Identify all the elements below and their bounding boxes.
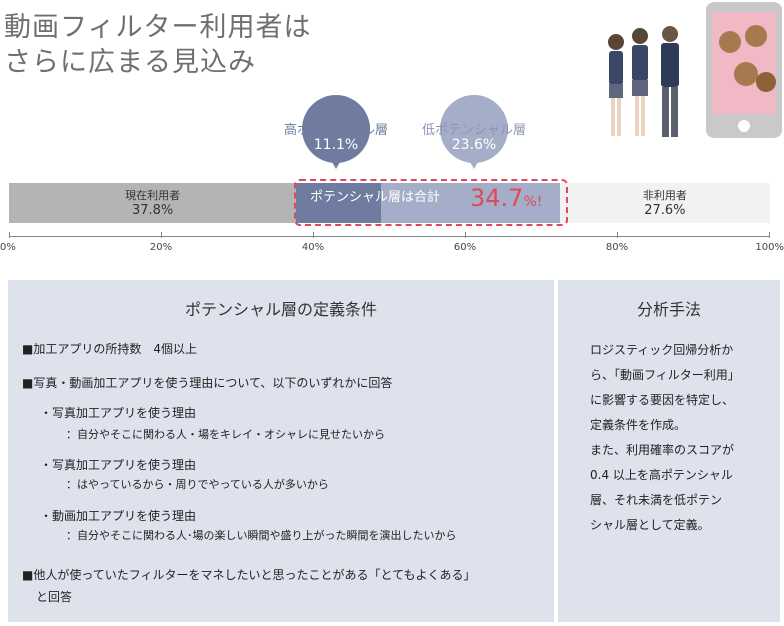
method-line: 0.4 以上を高ポテンシャル — [590, 468, 733, 482]
condition-item-3-line-1: ■他人が使っていたフィルターをマネしたいと思ったことがある「とてもよくある」 — [22, 568, 476, 582]
potential-total-unit: % — [523, 194, 537, 210]
x-tick-label: 80% — [605, 242, 629, 253]
reason-2-detail: ：はやっているから・周りでやっている人が多いから — [66, 478, 329, 491]
low-potential-value: 23.6% — [451, 137, 497, 153]
method-line: ら、「動画フィルター利用」 — [590, 368, 740, 382]
condition-item-3-line-2: と回答 — [36, 590, 73, 604]
high-potential-value: 11.1% — [313, 137, 359, 153]
x-tick — [9, 232, 10, 238]
reason-2-head: ・写真加工アプリを使う理由 — [40, 458, 197, 472]
potential-total-value: 34.7%! — [470, 184, 542, 212]
method-panel — [558, 280, 780, 622]
potential-total-number: 34.7 — [470, 184, 524, 212]
reason-1-detail: ：自分やそこに関わる人・場をキレイ・オシャレに見せたいから — [66, 428, 385, 441]
bar-segment-current-users — [9, 183, 297, 223]
x-tick-label: 20% — [149, 242, 173, 253]
page-title: 動画フィルター利用者は さらに広まる見込み — [4, 10, 311, 80]
potential-total-suffix: ! — [536, 194, 543, 210]
non-users-label: 非利用者 — [642, 189, 687, 202]
x-tick — [769, 232, 770, 238]
bar-segment-high-potential — [296, 183, 381, 223]
reason-3-detail: ：自分やそこに関わる人･場の楽しい瞬間や盛り上がった瞬間を演出したいから — [66, 529, 457, 542]
method-line: に影響する要因を特定し、 — [590, 393, 735, 407]
x-tick — [161, 232, 162, 238]
title-line-2: さらに広まる見込み — [4, 47, 256, 78]
low-potential-label: 低ポテンシャル層 — [421, 123, 526, 138]
reason-3-head: ・動画加工アプリを使う理由 — [40, 509, 197, 523]
students-illustration — [608, 26, 679, 137]
potential-total-callout — [294, 179, 568, 226]
high-potential-bubble — [302, 95, 370, 169]
reason-1-head: ・写真加工アプリを使う理由 — [40, 406, 197, 420]
smartphone-illustration — [706, 2, 782, 138]
x-tick-label: 60% — [453, 242, 477, 253]
x-tick — [617, 232, 618, 238]
bar-segment-non-users — [560, 183, 770, 223]
high-potential-label: 高ポテンシャル層 — [283, 123, 388, 138]
stacked-bar: 現在利用者 37.8% 非利用者 27.6% — [9, 183, 770, 223]
non-users-value: 27.6% — [644, 203, 686, 218]
method-line: シャル層として定義。 — [590, 518, 710, 532]
condition-item-1: ■加工アプリの所持数 4個以上 — [22, 342, 197, 356]
conditions-title: ポテンシャル層の定義条件 — [184, 300, 377, 319]
method-title: 分析手法 — [636, 300, 701, 319]
method-line: ロジスティック回帰分析か — [590, 343, 734, 357]
method-description: ロジスティック回帰分析か ら、「動画フィルター利用」 に影響する要因を特定し、 … — [590, 338, 740, 538]
x-tick — [465, 232, 466, 238]
x-axis — [9, 236, 769, 237]
x-tick — [313, 232, 314, 238]
low-potential-bubble — [440, 95, 508, 169]
bar-segment-low-potential — [380, 183, 560, 223]
current-users-value: 37.8% — [131, 203, 174, 218]
conditions-panel — [8, 280, 554, 622]
current-users-label: 現在利用者 — [125, 189, 181, 202]
method-line: 層、それ未満を低ポテン — [590, 493, 723, 507]
method-line: また、利用確率のスコアが — [590, 443, 735, 457]
x-tick-label: 100% — [755, 242, 784, 253]
x-tick-label: 40% — [301, 242, 325, 253]
method-line: 定義条件を作成。 — [590, 418, 687, 432]
potential-total-text: ポテンシャル層は合計 — [310, 190, 441, 205]
x-tick-label: 0% — [0, 242, 16, 253]
condition-item-2: ■写真・動画加工アプリを使う理由について、以下のいずれかに回答 — [22, 376, 393, 390]
title-line-1: 動画フィルター利用者は — [4, 12, 312, 43]
